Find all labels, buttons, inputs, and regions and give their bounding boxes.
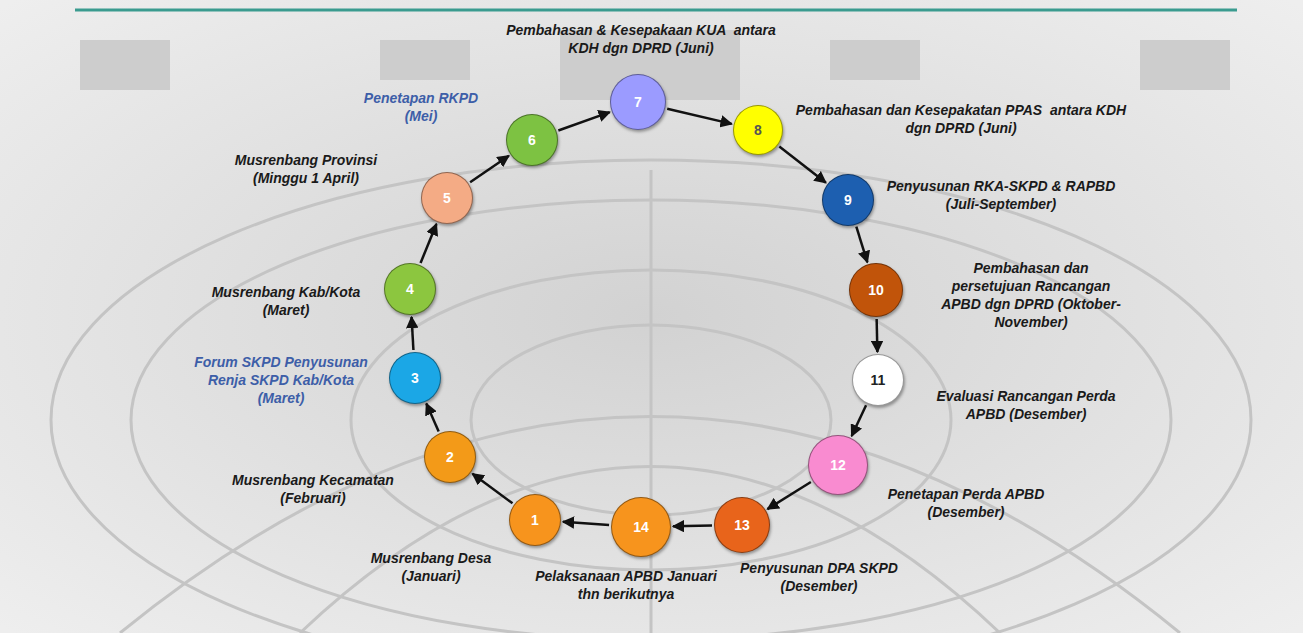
flow-arrow [421,224,437,263]
flow-arrow [563,522,609,525]
step-circle: 12Penetapan Perda APBD (Desember) [808,435,868,495]
step-number: 1 [531,513,539,527]
step-circle: 14Pelaksanaan APBD Januari thn berikutny… [611,497,671,557]
step-label: Evaluasi Rancangan Perda APBD (Desember) [931,387,1121,423]
step-circle: 10Pembahasan dan persetujuan Rancangan A… [849,263,903,317]
flow-arrow [426,404,438,432]
step-label: Pembahasan & Kesepakaan KUA antara KDH d… [496,21,786,57]
step-circle: 4Musrenbang Kab/Kota (Maret) [384,263,436,315]
header-rule [75,9,1237,12]
step-label: Penyusunan RKA-SKPD & RAPBD (Juli-Septem… [876,177,1126,213]
step-circle: 2Musrenbang Kecamatan (Februari) [424,431,476,483]
flow-arrow [412,317,414,350]
step-circle: 7Pembahasan & Kesepakaan KUA antara KDH … [610,74,666,130]
step-number: 5 [443,191,451,205]
step-number: 12 [830,458,846,472]
plaza-pattern [51,160,1251,633]
step-label: Forum SKPD Penyusunan Renja SKPD Kab/Kot… [189,353,374,407]
step-circle: 9Penyusunan RKA-SKPD & RAPBD (Juli-Septe… [822,174,874,226]
step-number: 8 [754,123,762,137]
step-label: Pembahasan dan Kesepakatan PPAS antara K… [789,101,1134,137]
step-label: Pelaksanaan APBD Januari thn berikutnya [531,567,721,603]
step-circle: 13Penyusunan DPA SKPD (Desember) [714,497,770,553]
flow-arrow [767,482,810,509]
flow-arrow [779,147,826,183]
flow-arrow [558,112,609,130]
flow-arrow [875,319,878,352]
step-label: Musrenbang Kecamatan (Februari) [213,471,413,507]
step-number: 10 [868,283,884,297]
step-circle: 5Musrenbang Provinsi (Minggu 1 April) [421,172,473,224]
step-number: 2 [446,450,454,464]
step-label: Pembahasan dan persetujuan Rancangan APB… [939,259,1124,331]
step-circle: 1Musrenbang Desa (Januari) [509,494,561,546]
step-label: Penyusunan DPA SKPD (Desember) [732,559,907,595]
step-label: Musrenbang Kab/Kota (Maret) [196,283,376,319]
step-label: Penetapan RKPD (Mei) [351,89,491,125]
flow-arrow [856,227,867,263]
flow-arrow [470,156,509,182]
step-number: 11 [871,373,886,387]
step-number: 9 [844,193,852,207]
step-label: Musrenbang Desa (Januari) [356,549,506,585]
step-number: 14 [633,520,649,534]
flow-arrow [667,109,731,124]
step-circle: 6Penetapan RKPD (Mei) [506,114,558,166]
flow-arrow [472,474,512,504]
step-number: 3 [411,371,419,385]
step-number: 4 [406,282,414,296]
step-number: 6 [528,133,536,147]
step-number: 7 [634,95,642,109]
flow-arrow [673,524,712,527]
step-circle: 11Evaluasi Rancangan Perda APBD (Desembe… [852,354,904,406]
step-circle: 8Pembahasan dan Kesepakatan PPAS antara … [733,105,783,155]
step-number: 13 [734,518,750,532]
step-label: Penetapan Perda APBD (Desember) [879,485,1054,521]
flow-arrow [852,405,866,436]
step-label: Musrenbang Provinsi (Minggu 1 April) [219,151,394,187]
step-circle: 3Forum SKPD Penyusunan Renja SKPD Kab/Ko… [389,352,441,404]
